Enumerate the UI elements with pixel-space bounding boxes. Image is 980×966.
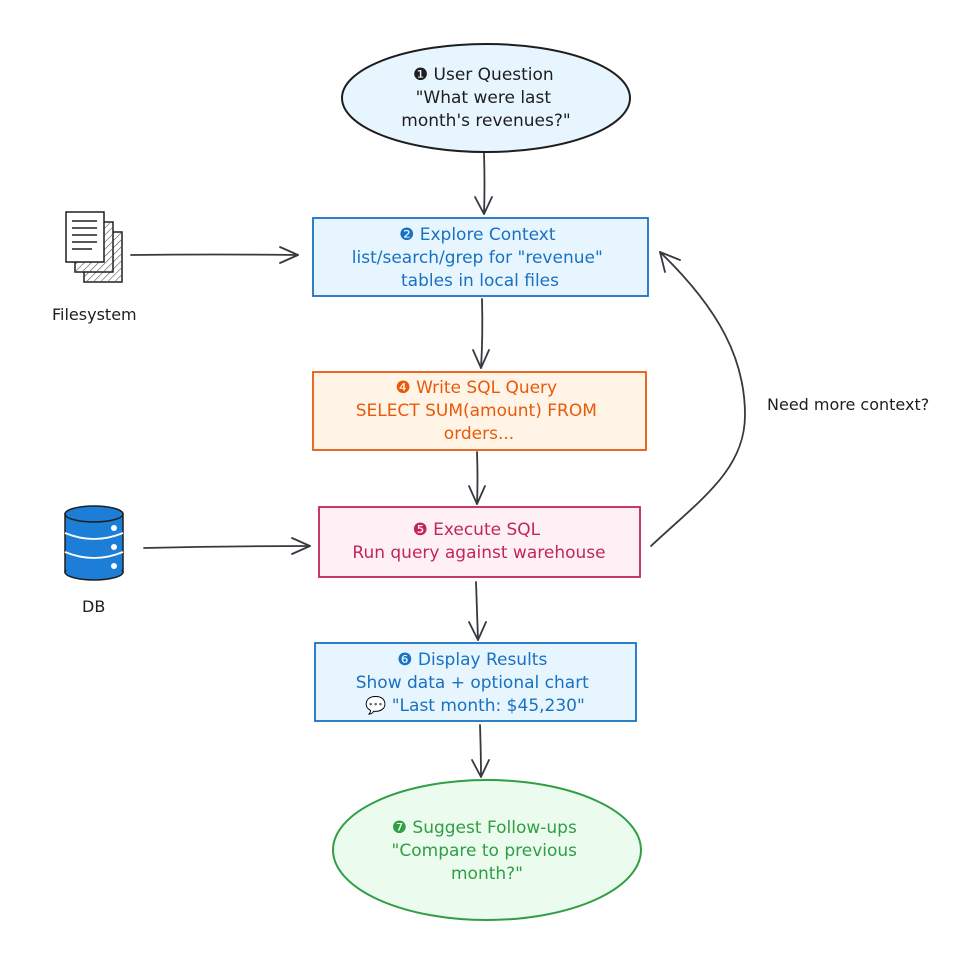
node-suggest-followups: ❼ Suggest Follow-ups "Compare to previou… [332, 779, 642, 921]
arrow-db-to-execute [143, 537, 311, 555]
node-suggest-followups-shape [332, 779, 642, 921]
node-user-question-shape [341, 43, 631, 153]
documents-icon [65, 211, 123, 283]
svg-text:❹ Write SQL Query SELECT: ❹ Write SQL Query SELECT SUM(amount) FRO… [356, 378, 603, 444]
node-suggest-followups-line-3: month?" [451, 864, 523, 884]
connectors [130, 152, 746, 778]
node-display-results-line-3: 💬 "Last month: $45,230" [365, 695, 585, 716]
arrow-execute-to-display [468, 581, 487, 641]
node-explore-context-line-3: tables in local files [401, 271, 559, 291]
node-suggest-followups-line-1: ❼ Suggest Follow-ups [392, 818, 577, 838]
node-explore-context-line-2: list/search/grep for "revenue" [352, 248, 603, 268]
node-explore-context-shape [312, 217, 649, 297]
node-display-results-line-2: Show data + optional chart [356, 673, 589, 693]
node-execute-sql-line-2: Run query against warehouse [352, 543, 605, 563]
node-display-results: ❻ Display Results Show data + optional c… [314, 642, 637, 722]
svg-text:❼ Suggest Follow-ups "Co: ❼ Suggest Follow-ups "Compare to previou… [392, 818, 583, 884]
node-display-results-line-1: ❻ Display Results [397, 650, 547, 670]
svg-text:❻ Display Results Show d: ❻ Display Results Show data + optional c… [356, 650, 595, 716]
node-user-question: ❶ User Question "What were last month's … [341, 43, 631, 153]
node-write-sql-line-3: orders... [444, 424, 514, 444]
node-suggest-followups-line-2: "Compare to previous [392, 841, 578, 861]
database-icon [64, 505, 124, 581]
db-label: DB [82, 597, 105, 616]
node-user-question-line-2: "What were last [416, 88, 552, 108]
arrow-write-sql-to-execute [468, 451, 486, 505]
node-write-sql-line-2: SELECT SUM(amount) FROM [356, 401, 597, 421]
arrow-question-to-explore [474, 152, 493, 215]
node-execute-sql-shape [318, 506, 641, 578]
node-user-question-line-3: month's revenues?" [401, 111, 570, 131]
loop-arrow-need-more-context [650, 251, 746, 547]
node-explore-context-line-1: ❷ Explore Context [399, 225, 556, 245]
node-write-sql: ❹ Write SQL Query SELECT SUM(amount) FRO… [312, 371, 647, 451]
node-execute-sql-line-1: ❺ Execute SQL [412, 520, 540, 540]
node-execute-sql: ❺ Execute SQL Run query against warehous… [318, 506, 641, 578]
arrow-explore-to-write-sql [472, 298, 490, 369]
node-display-results-shape [314, 642, 637, 722]
node-user-question-line-1: ❶ User Question [413, 65, 554, 85]
loop-label: Need more context? [767, 395, 929, 414]
node-write-sql-shape [312, 371, 647, 451]
arrow-filesystem-to-explore [130, 246, 299, 264]
svg-text:❶ User Question "What we: ❶ User Question "What were last month's … [401, 65, 570, 131]
filesystem-label: Filesystem [52, 305, 137, 324]
arrow-display-to-followups [471, 724, 490, 778]
node-write-sql-line-1: ❹ Write SQL Query [395, 378, 557, 398]
svg-text:❷ Explore Context list/s: ❷ Explore Context list/search/grep for "… [352, 225, 608, 291]
node-explore-context: ❷ Explore Context list/search/grep for "… [312, 217, 649, 297]
svg-text:❺ Execute SQL Run query: ❺ Execute SQL Run query against warehous… [352, 520, 605, 563]
